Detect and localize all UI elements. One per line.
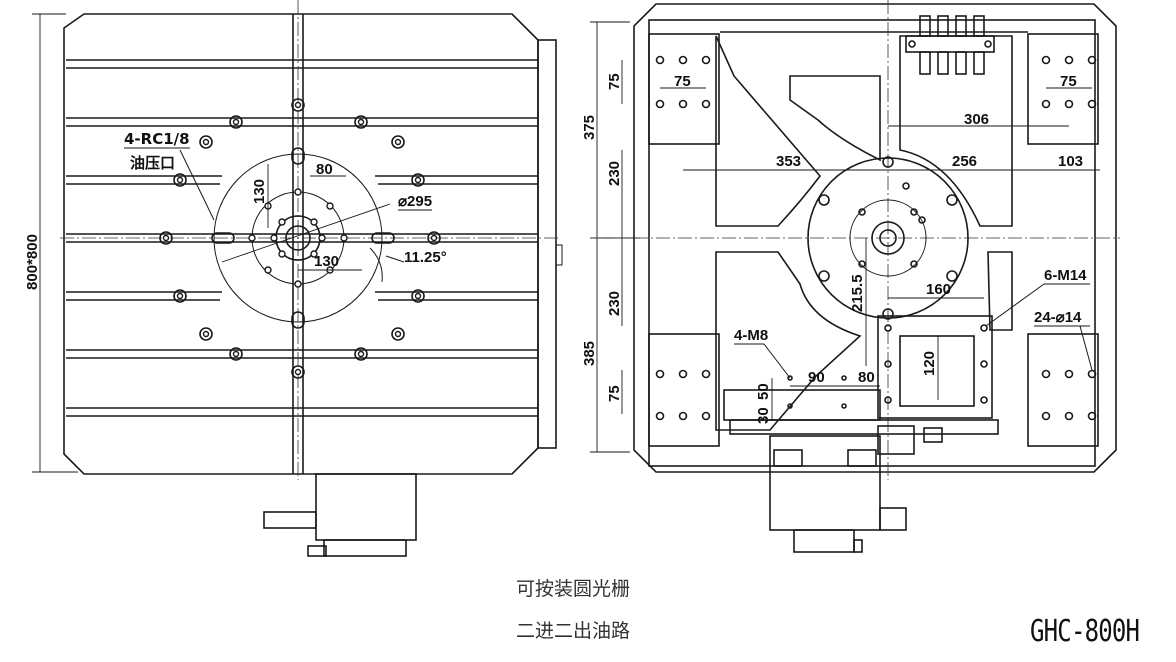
dim-50: 50 [755,383,772,400]
dim-230-bottom: 230 [606,291,623,316]
dim-375: 375 [581,115,598,140]
caption-line-1: 可按装圆光栅 [516,578,631,600]
left-view: 800*800 [24,0,563,557]
base-disc-holes [818,156,958,320]
port-label-code: 4-RC1/8 [124,130,190,148]
dim-80: 80 [316,161,333,178]
overall-dim-label: 800*800 [24,234,41,290]
base-outline [633,3,1117,473]
dim-75-top-right: 75 [1060,73,1077,90]
model-number: GHC-800H [1030,614,1140,649]
dim-75-top-left: 75 [674,73,691,90]
dim-215-5: 215.5 [849,274,866,312]
dim-30: 30 [755,407,772,424]
label-6-m14: 6-M14 [1044,267,1087,284]
dim-353: 353 [776,153,801,170]
dim-90-bottom: 90 [808,369,825,386]
dim-385: 385 [581,341,598,366]
dim-256: 256 [952,153,977,170]
label-24-phi14: 24-⌀14 [1034,309,1082,326]
right-view: 75 375 230 230 385 75 [581,0,1120,553]
dim-230-top: 230 [606,161,623,186]
caption-line-2: 二进二出油路 [516,620,631,642]
left-motor [263,473,417,557]
dim-120: 120 [921,351,938,376]
dim-75-left-top: 75 [606,73,623,90]
dim-160: 160 [926,281,951,298]
right-motor [769,435,907,553]
manifold [905,15,995,75]
gearbox-block [877,315,993,419]
rotary-disc [213,153,383,323]
port-label-name: 油压口 [130,154,175,172]
t-slots [66,59,538,417]
pad-holes [655,55,1097,421]
dim-130-horizontal: 130 [314,253,339,270]
dim-75-left-bottom: 75 [606,385,623,402]
disc-holes [248,188,348,288]
table-outline [63,13,539,475]
table-bolts [159,98,441,379]
dim-130-vertical: 130 [251,179,268,204]
dim-103: 103 [1058,153,1083,170]
base-rotary-disc [807,157,969,319]
side-plate [537,39,557,449]
label-4-m8: 4-M8 [734,327,768,344]
dim-angle: 11.25° [404,249,447,266]
dim-306: 306 [964,111,989,128]
dim-80-bottom: 80 [858,369,875,386]
dim-295: ⌀295 [398,193,432,210]
